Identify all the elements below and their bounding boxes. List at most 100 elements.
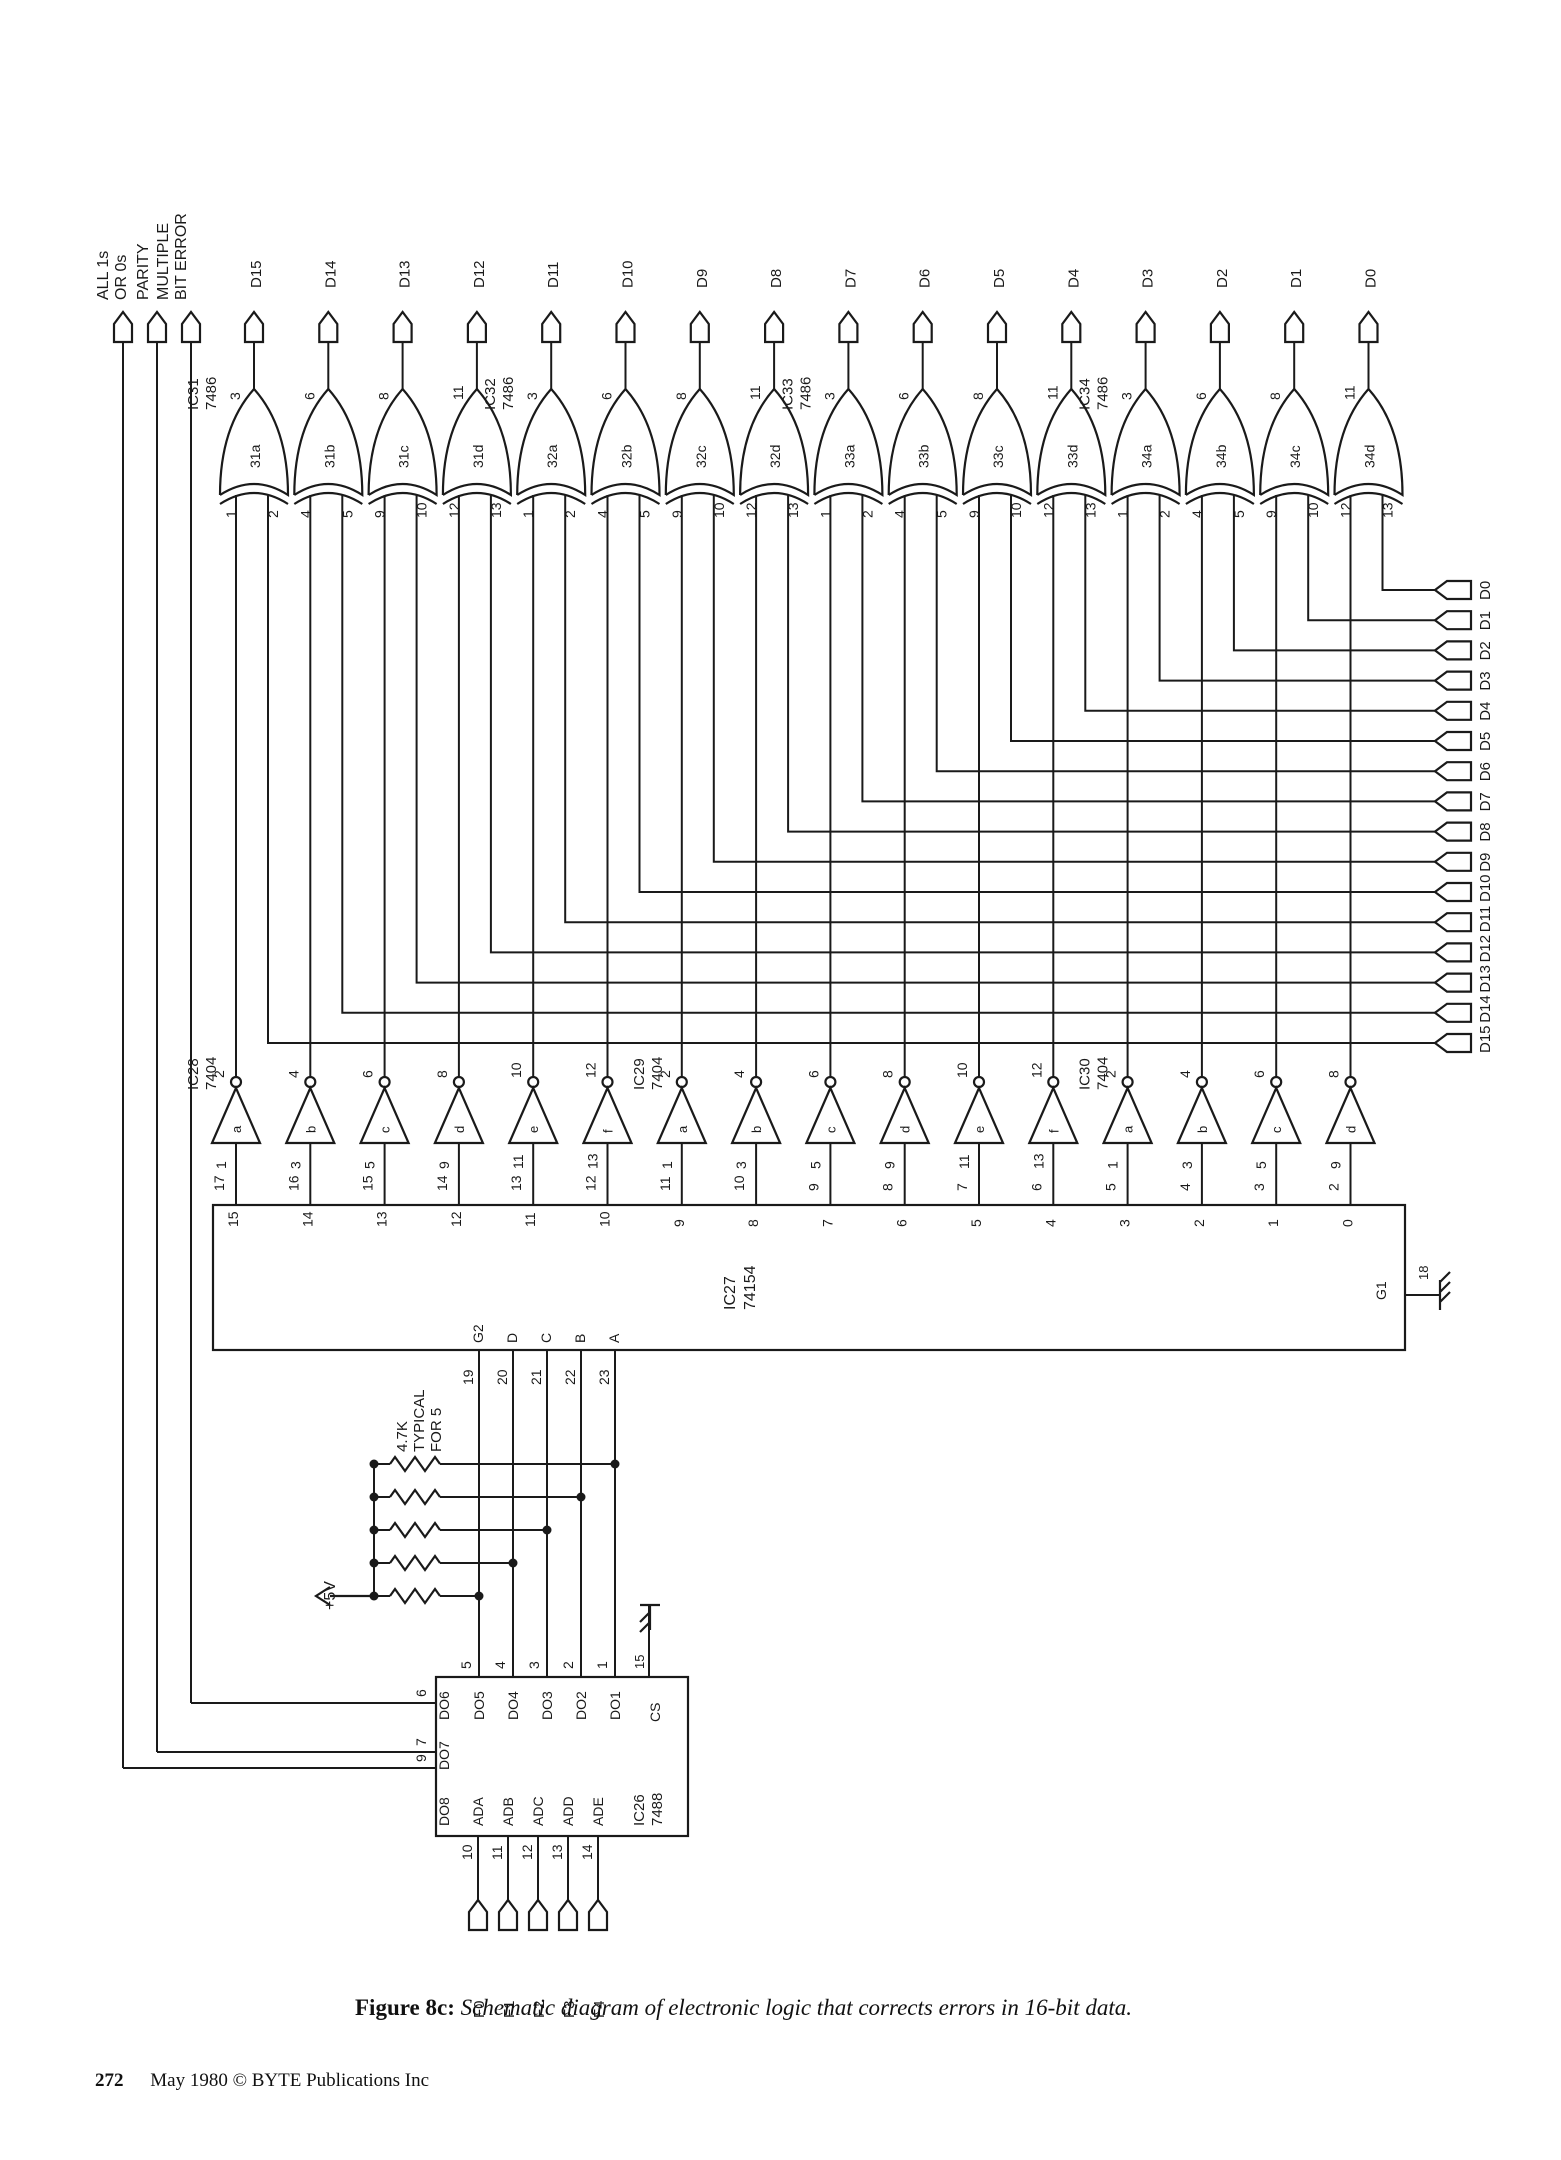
inverter-gate bbox=[656, 1085, 708, 1145]
status-label: BIT ERROR bbox=[173, 213, 190, 300]
data-input-wire bbox=[1158, 495, 1435, 682]
data-output-label: D9 bbox=[694, 269, 711, 288]
prom-pin-label: DO8 bbox=[436, 1797, 452, 1826]
data-output-label: D14 bbox=[322, 260, 339, 288]
pin-number: 3 bbox=[1119, 392, 1135, 400]
inverter-label: d bbox=[1344, 1126, 1359, 1133]
pin-number: 9 bbox=[413, 1754, 429, 1762]
pin-number: 13 bbox=[1082, 502, 1098, 518]
decoder-label: 74154 bbox=[742, 1265, 759, 1310]
xor-gate bbox=[887, 387, 958, 505]
xor-gate-label: 33c bbox=[990, 445, 1006, 468]
pin-number: 5 bbox=[339, 510, 355, 518]
decoder-pin-number: 4 bbox=[1177, 1183, 1193, 1191]
inverter-gate bbox=[879, 1085, 931, 1145]
decoder-label: IC27 bbox=[722, 1276, 739, 1310]
decoder-pin-number: 8 bbox=[880, 1183, 896, 1191]
xor-gate-label: 32d bbox=[767, 445, 783, 468]
pin-number: 8 bbox=[673, 392, 689, 400]
data-input-wire bbox=[1232, 495, 1435, 652]
pin-number: 23 bbox=[596, 1369, 612, 1385]
inverter-chip-label: 7404 bbox=[203, 1057, 220, 1090]
prom-pin-label: ADE bbox=[590, 1797, 606, 1826]
pin-number: 21 bbox=[528, 1369, 544, 1385]
caption-label: Figure 8c: bbox=[355, 1995, 455, 2020]
status-output-connector bbox=[180, 310, 202, 344]
pin-number: 10 bbox=[414, 502, 430, 518]
junction-dot bbox=[610, 1459, 620, 1469]
pin-number: 8 bbox=[1267, 392, 1283, 400]
pin-number: 9 bbox=[966, 510, 982, 518]
decoder-output-label: 8 bbox=[745, 1219, 761, 1227]
decoder-pin-number: 10 bbox=[731, 1175, 747, 1191]
prom-label: 7488 bbox=[649, 1793, 666, 1826]
xor-gate-label: 31a bbox=[247, 444, 263, 468]
pin-number: 1 bbox=[1105, 1161, 1121, 1169]
data-input-connector bbox=[1433, 881, 1473, 903]
status-label: ALL 1s bbox=[95, 251, 112, 300]
data-input-label: D9 bbox=[1477, 853, 1494, 872]
decoder-pin-number: 14 bbox=[434, 1175, 450, 1191]
inverter-bubble bbox=[675, 1075, 688, 1089]
page-number: 272 bbox=[95, 2070, 124, 2091]
xor-chip-label: IC34 bbox=[1077, 378, 1094, 410]
decoder-output-label: 12 bbox=[448, 1211, 464, 1227]
pin-number: 11 bbox=[1342, 385, 1358, 400]
data-output-connector bbox=[764, 310, 785, 344]
pin-number: 9 bbox=[372, 510, 388, 518]
data-input-wire bbox=[489, 495, 1435, 954]
xor-gate bbox=[961, 387, 1033, 505]
decoder-output-label: 3 bbox=[1117, 1219, 1133, 1227]
pin-number: 10 bbox=[954, 1062, 970, 1078]
decoder-pin-number: 12 bbox=[583, 1175, 599, 1191]
pin-number: 1 bbox=[594, 1661, 610, 1669]
pin-number: 6 bbox=[413, 1689, 429, 1697]
pin-number: 1 bbox=[520, 510, 536, 518]
data-input-label: D7 bbox=[1477, 792, 1494, 811]
pin-number: 15 bbox=[632, 1655, 647, 1669]
xor-gate-label: 33d bbox=[1064, 445, 1080, 468]
status-label: MULTIPLE bbox=[155, 223, 172, 300]
pin-number: 9 bbox=[1328, 1161, 1344, 1169]
inverter-chip-label: 7404 bbox=[649, 1057, 666, 1090]
pin-number: 10 bbox=[711, 502, 727, 518]
junction-dot bbox=[369, 1492, 379, 1502]
inverter-label: f bbox=[1046, 1129, 1061, 1133]
resistor-label: 4.7K bbox=[394, 1421, 411, 1452]
data-output-label: D12 bbox=[471, 260, 488, 288]
inverter-bubble bbox=[304, 1075, 317, 1089]
xor-gate-label: 32a bbox=[544, 444, 560, 468]
decoder-output-label: 0 bbox=[1340, 1219, 1356, 1227]
pin-number: 6 bbox=[360, 1070, 376, 1078]
pin-number: 14 bbox=[579, 1844, 595, 1860]
decoder-pin-label: D bbox=[504, 1333, 520, 1343]
decoder-output-label: 10 bbox=[597, 1211, 613, 1227]
data-input-connector bbox=[1433, 821, 1473, 842]
vcc-symbol bbox=[313, 1586, 374, 1606]
pin-number: 13 bbox=[488, 502, 504, 518]
components bbox=[112, 310, 1473, 1932]
pin-number: 2 bbox=[1103, 1070, 1119, 1078]
pin-number: 7 bbox=[413, 1738, 429, 1746]
pin-number: 4 bbox=[892, 510, 908, 518]
data-output-label: D5 bbox=[991, 269, 1008, 288]
pin-number: 5 bbox=[934, 510, 950, 518]
prom-label: IC26 bbox=[631, 1794, 648, 1826]
decoder-pin-label: B bbox=[572, 1334, 588, 1343]
status-label: OR 0s bbox=[113, 255, 130, 300]
pin-number: 20 bbox=[494, 1369, 510, 1385]
prom-pin-label: ADB bbox=[500, 1797, 516, 1826]
pin-number: 4 bbox=[1177, 1070, 1193, 1078]
check-input-connector bbox=[557, 1898, 579, 1932]
data-input-wire bbox=[1381, 495, 1435, 591]
inverter-label: d bbox=[898, 1126, 913, 1133]
resistor bbox=[389, 1554, 441, 1572]
data-output-label: D0 bbox=[1363, 269, 1380, 288]
decoder-pin-number: 13 bbox=[508, 1175, 524, 1191]
inverter-bubble bbox=[1047, 1075, 1060, 1089]
decoder-output-label: 6 bbox=[894, 1219, 910, 1227]
inverter-bubble bbox=[1344, 1075, 1357, 1089]
pin-number: 2 bbox=[657, 1070, 673, 1078]
pin-number: 13 bbox=[1380, 502, 1396, 518]
xor-chip-label: 7486 bbox=[500, 377, 517, 410]
